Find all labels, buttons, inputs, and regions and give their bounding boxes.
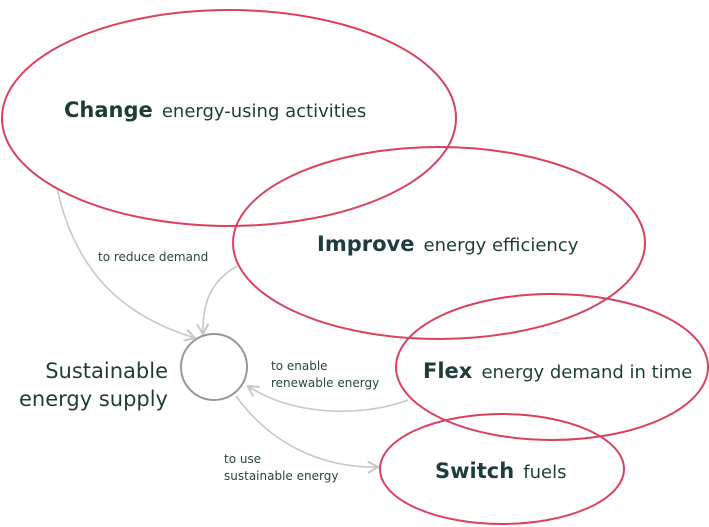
- enable-label-line2: renewable energy: [271, 376, 379, 390]
- change-ellipse: [1, 9, 457, 227]
- flex-bold: Flex: [423, 359, 473, 383]
- center-label-line1: Sustainable: [45, 359, 168, 383]
- use-label-line2: sustainable energy: [224, 469, 338, 483]
- improve-bold: Improve: [317, 232, 414, 256]
- arrow-enable-renewable: [246, 384, 409, 412]
- arrow-reduce-demand: [56, 187, 197, 342]
- switch-rest: fuels: [523, 462, 566, 483]
- improve-ellipse: [232, 146, 646, 340]
- arrow-improve-to-hub: [196, 265, 238, 337]
- change-bold: Change: [64, 98, 153, 122]
- supply-hub-circle: [180, 333, 248, 401]
- center-label-line2: energy supply: [19, 387, 168, 411]
- improve-label: Improve energy efficiency: [317, 232, 579, 256]
- switch-ellipse: [379, 413, 625, 525]
- flex-label: Flex energy demand in time: [423, 359, 692, 383]
- arrow-use-sustainable: [235, 395, 381, 474]
- change-rest: energy-using activities: [162, 101, 366, 122]
- change-label: Change energy-using activities: [64, 98, 366, 122]
- switch-label: Switch fuels: [435, 459, 566, 483]
- flex-rest: energy demand in time: [481, 362, 692, 383]
- improve-rest: energy efficiency: [424, 235, 579, 256]
- reduce-demand-label: to reduce demand: [98, 250, 208, 264]
- enable-label-line1: to enable: [271, 359, 328, 373]
- switch-bold: Switch: [435, 459, 514, 483]
- flex-ellipse: [395, 293, 709, 441]
- use-label-line1: to use: [224, 452, 261, 466]
